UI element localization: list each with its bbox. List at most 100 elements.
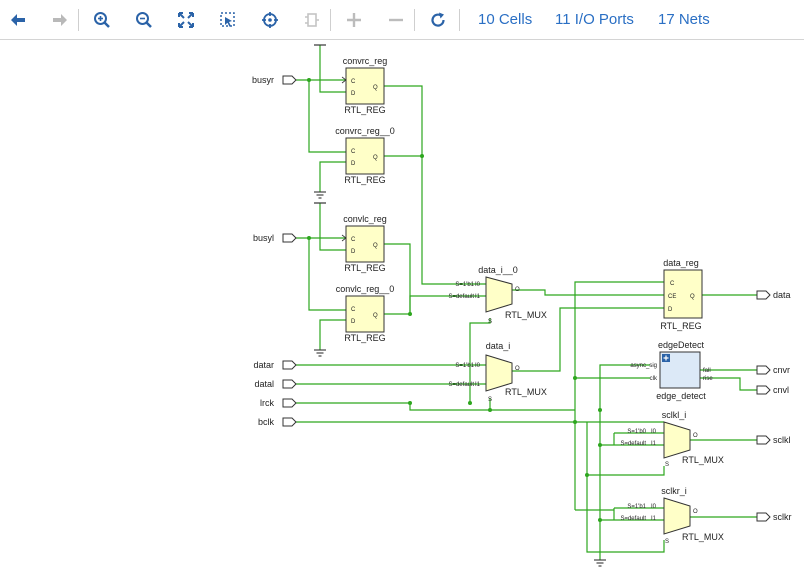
zoom-area-icon — [220, 12, 235, 27]
toolbar-separator — [78, 9, 79, 31]
pin-label: S — [488, 397, 492, 403]
minus-icon — [389, 18, 403, 22]
pin-label: CE — [668, 294, 676, 300]
cells-count-link[interactable]: 10 Cells — [478, 11, 533, 28]
cell-convlc-reg[interactable]: convlc_reg C D Q RTL_REG — [341, 214, 387, 273]
pin-label: O — [693, 509, 698, 515]
zoom-fit-button[interactable] — [173, 7, 199, 33]
fit-icon — [178, 12, 194, 28]
pin-label: S — [665, 539, 669, 545]
schematic-toolbar: 10 Cells 11 I/O Ports 17 Nets — [0, 0, 804, 40]
select-condition: S=1'b0 — [627, 429, 646, 435]
cell-sclkl-i[interactable]: sclkl_i S=1'b0 S=default I0 I1 S O RTL_M… — [620, 410, 723, 468]
input-port-datal[interactable]: datal — [254, 379, 297, 389]
cell-data-reg[interactable]: data_reg C CE D Q RTL_REG — [660, 258, 703, 331]
pin-label: D — [351, 249, 356, 255]
io-ports-count-link[interactable]: 11 I/O Ports — [555, 11, 634, 28]
ground-symbol — [314, 349, 326, 357]
plus-icon — [347, 13, 361, 27]
cell-type: RTL_REG — [344, 263, 385, 273]
back-button[interactable] — [5, 7, 31, 33]
pin-label: I0 — [475, 363, 481, 369]
autofit-selection-button[interactable] — [257, 7, 283, 33]
arrow-right-icon — [53, 14, 67, 26]
pin-label: I1 — [475, 294, 481, 300]
pin-label: S — [665, 462, 669, 468]
pin-label: D — [668, 307, 673, 313]
port-label: sclkr — [773, 512, 792, 522]
input-port-lrck[interactable]: lrck — [260, 398, 297, 408]
nets — [296, 45, 757, 560]
pin-label: Q — [373, 155, 378, 161]
output-port-cnvr[interactable]: cnvr — [756, 365, 790, 375]
cell-name: convlc_reg__0 — [336, 284, 395, 294]
pin-label: fall — [703, 368, 711, 374]
cell-name: convlc_reg — [343, 214, 387, 224]
cell-convrc-reg-0[interactable]: convrc_reg__0 C D Q RTL_REG — [335, 126, 395, 185]
pin-label: C — [351, 307, 356, 313]
reload-button[interactable] — [425, 7, 451, 33]
cell-convlc-reg-0[interactable]: convlc_reg__0 C D Q RTL_REG — [336, 284, 395, 343]
pin-label: O — [515, 366, 520, 372]
cell-type: RTL_REG — [660, 321, 701, 331]
input-port-bclk[interactable]: bclk — [258, 417, 297, 427]
port-label: datar — [253, 360, 274, 370]
cell-name: convrc_reg — [343, 56, 388, 66]
zoom-out-button[interactable] — [131, 7, 157, 33]
output-port-cnvl[interactable]: cnvl — [756, 385, 789, 395]
toolbar-separator — [330, 9, 331, 31]
pin-label: async_sig — [630, 363, 657, 369]
regenerate-button[interactable] — [299, 7, 325, 33]
select-condition: S=1'b1 — [627, 504, 646, 510]
port-label: busyr — [252, 75, 274, 85]
cell-data-i-0[interactable]: data_i__0 S=1'b1 S=default I0 I1 S O RTL… — [448, 265, 546, 325]
cell-type: RTL_REG — [344, 105, 385, 115]
pin-label: C — [351, 149, 356, 155]
schematic-canvas[interactable]: busyr busyl datar datal lrck bclk data c… — [0, 40, 804, 573]
pin-label: D — [351, 161, 356, 167]
zoom-out-icon — [136, 12, 152, 28]
net-junctions — [307, 78, 602, 522]
pin-label: S — [488, 319, 492, 325]
cell-sclkr-i[interactable]: sclkr_i S=1'b1 S=default I0 I1 S O RTL_M… — [620, 486, 723, 545]
nets-count-link[interactable]: 17 Nets — [658, 11, 710, 28]
output-port-data[interactable]: data — [756, 290, 791, 300]
zoom-in-button[interactable] — [89, 7, 115, 33]
output-port-sclkr[interactable]: sclkr — [756, 512, 792, 522]
pin-label: D — [351, 91, 356, 97]
port-label: lrck — [260, 398, 274, 408]
select-condition: S=default — [448, 382, 474, 388]
input-port-busyl[interactable]: busyl — [253, 233, 297, 243]
pin-label: Q — [373, 243, 378, 249]
ground-symbol — [314, 191, 326, 199]
pin-label: I1 — [651, 516, 657, 522]
expand-button[interactable] — [341, 7, 367, 33]
zoom-in-icon — [94, 12, 110, 28]
pin-label: C — [351, 79, 356, 85]
cell-name: data_i__0 — [478, 265, 518, 275]
input-port-datar[interactable]: datar — [253, 360, 297, 370]
port-label: bclk — [258, 417, 275, 427]
input-port-busyr[interactable]: busyr — [252, 75, 297, 85]
cell-type: RTL_REG — [344, 333, 385, 343]
expand-hierarchy-icon[interactable] — [662, 354, 670, 362]
cell-edge-detect[interactable]: edgeDetect async_sig clk fall rise edge_… — [630, 340, 713, 401]
select-condition: S=1'b1 — [455, 282, 474, 288]
zoom-area-button[interactable] — [215, 7, 241, 33]
select-condition: S=default — [620, 516, 646, 522]
output-port-sclkl[interactable]: sclkl — [756, 435, 791, 445]
pin-label: I1 — [651, 441, 657, 447]
pin-label: I0 — [475, 282, 481, 288]
crosshair-icon — [262, 12, 278, 28]
forward-button[interactable] — [47, 7, 73, 33]
select-condition: S=default — [448, 294, 474, 300]
cell-convrc-reg[interactable]: convrc_reg C D Q RTL_REG — [341, 56, 388, 115]
collapse-button[interactable] — [383, 7, 409, 33]
pin-label: Q — [373, 85, 378, 91]
pin-label: rise — [703, 376, 713, 382]
pin-label: O — [693, 433, 698, 439]
pin-label: clk — [650, 376, 658, 382]
pin-label: C — [670, 281, 675, 287]
pin-label: I1 — [475, 382, 481, 388]
cell-data-i[interactable]: data_i S=1'b1 S=default I0 I1 S O RTL_MU… — [448, 341, 546, 403]
